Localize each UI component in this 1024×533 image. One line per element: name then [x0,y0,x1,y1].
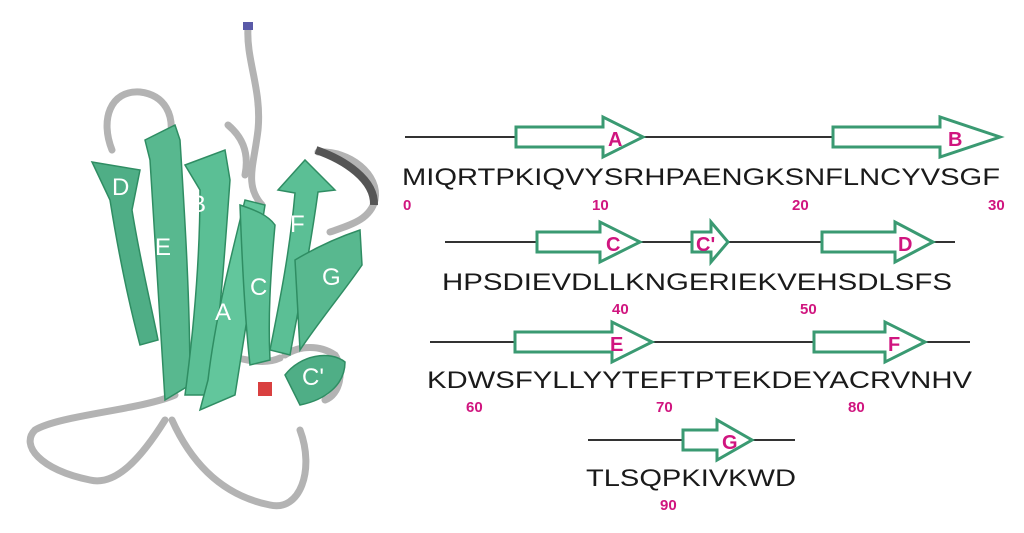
row1-number-0: 0 [403,197,411,214]
bottom-loop [168,416,310,510]
strand-b-label: B [948,129,962,151]
strand-g-label: G [722,432,738,454]
strand-a-label: A [608,129,622,151]
dark-segment [314,146,378,206]
strand-f-arrow [812,319,929,365]
strand-d-arrow [820,219,937,265]
strand-c-arrow [535,219,644,265]
strand-g-ribbon [294,228,363,353]
ribbon-structure: D E B A C F G C' [26,22,379,510]
strand-d-label: D [898,234,912,256]
strand-d-ribbon [90,161,159,346]
row2-sequence: HPSDIEVDLLKNGERIEKVEHSDLSFS [442,269,952,296]
row3-number-60: 60 [466,399,483,416]
beta-strands [90,123,363,412]
row3-number-70: 70 [656,399,673,416]
strand-a-arrow [514,114,647,160]
strand-f-label: F [888,334,900,356]
row3-number-80: 80 [848,399,865,416]
ribbon-label-a: A [215,299,231,326]
row4-sequence: TLSQPKIVKWD [586,465,796,492]
row1-number-10: 10 [592,197,609,214]
row2-number-40: 40 [612,301,629,318]
lower-right-coil [281,344,344,404]
top-left-loop [103,88,175,154]
strand-g-arrow [681,417,756,463]
ribbon-label-e: E [155,234,171,261]
sequence-row-2: C C' D HPSDIEVDLLKNGERIEKVEHSDLSFS 40 50 [442,217,955,318]
bottom-left-loop [26,391,179,485]
strand-e-ribbon [144,123,191,402]
c-terminus-cap [258,382,272,396]
n-terminal-coil [244,24,266,209]
mid-coil [224,121,250,179]
ribbon-label-d: D [112,174,129,201]
row2-number-50: 50 [800,301,817,318]
row1-sequence: MIQRTPKIQVYSRHPAENGKSNFLNCYVSGF [402,164,1000,191]
row1-number-20: 20 [792,197,809,214]
strand-e-arrow [513,319,656,365]
strand-b-arrow [831,114,1005,160]
sequence-row-3: E F KDWSFYLLYYTEFTPTEKDEYACRVNHV 60 70 8… [427,319,972,416]
ribbon-label-c-prime: C' [302,364,324,391]
strand-c-prime-label: C' [696,234,715,256]
sequence-row-4: G TLSQPKIVKWD 90 [586,417,796,514]
strand-e-label: E [610,334,623,356]
strand-c-prime-arrow [690,217,730,267]
strand-c-ribbon [239,203,276,366]
ribbon-label-c: C [250,274,267,301]
n-terminus-cap [243,22,253,30]
sequence-topology: A B MIQRTPKIQVYSRHPAENGKSNFLNCYVSGF 0 10… [402,114,1005,514]
strand-c-label: C [606,234,620,256]
ribbon-label-b: B [190,191,206,218]
row3-sequence: KDWSFYLLYYTEFTPTEKDEYACRVNHV [427,367,972,394]
strand-c-prime-ribbon [284,354,346,406]
ribbon-label-f: F [290,211,305,238]
row4-number-90: 90 [660,497,677,514]
sequence-row-1: A B MIQRTPKIQVYSRHPAENGKSNFLNCYVSGF 0 10… [402,114,1005,214]
row1-number-30: 30 [988,197,1005,214]
ribbon-label-g: G [322,264,341,291]
